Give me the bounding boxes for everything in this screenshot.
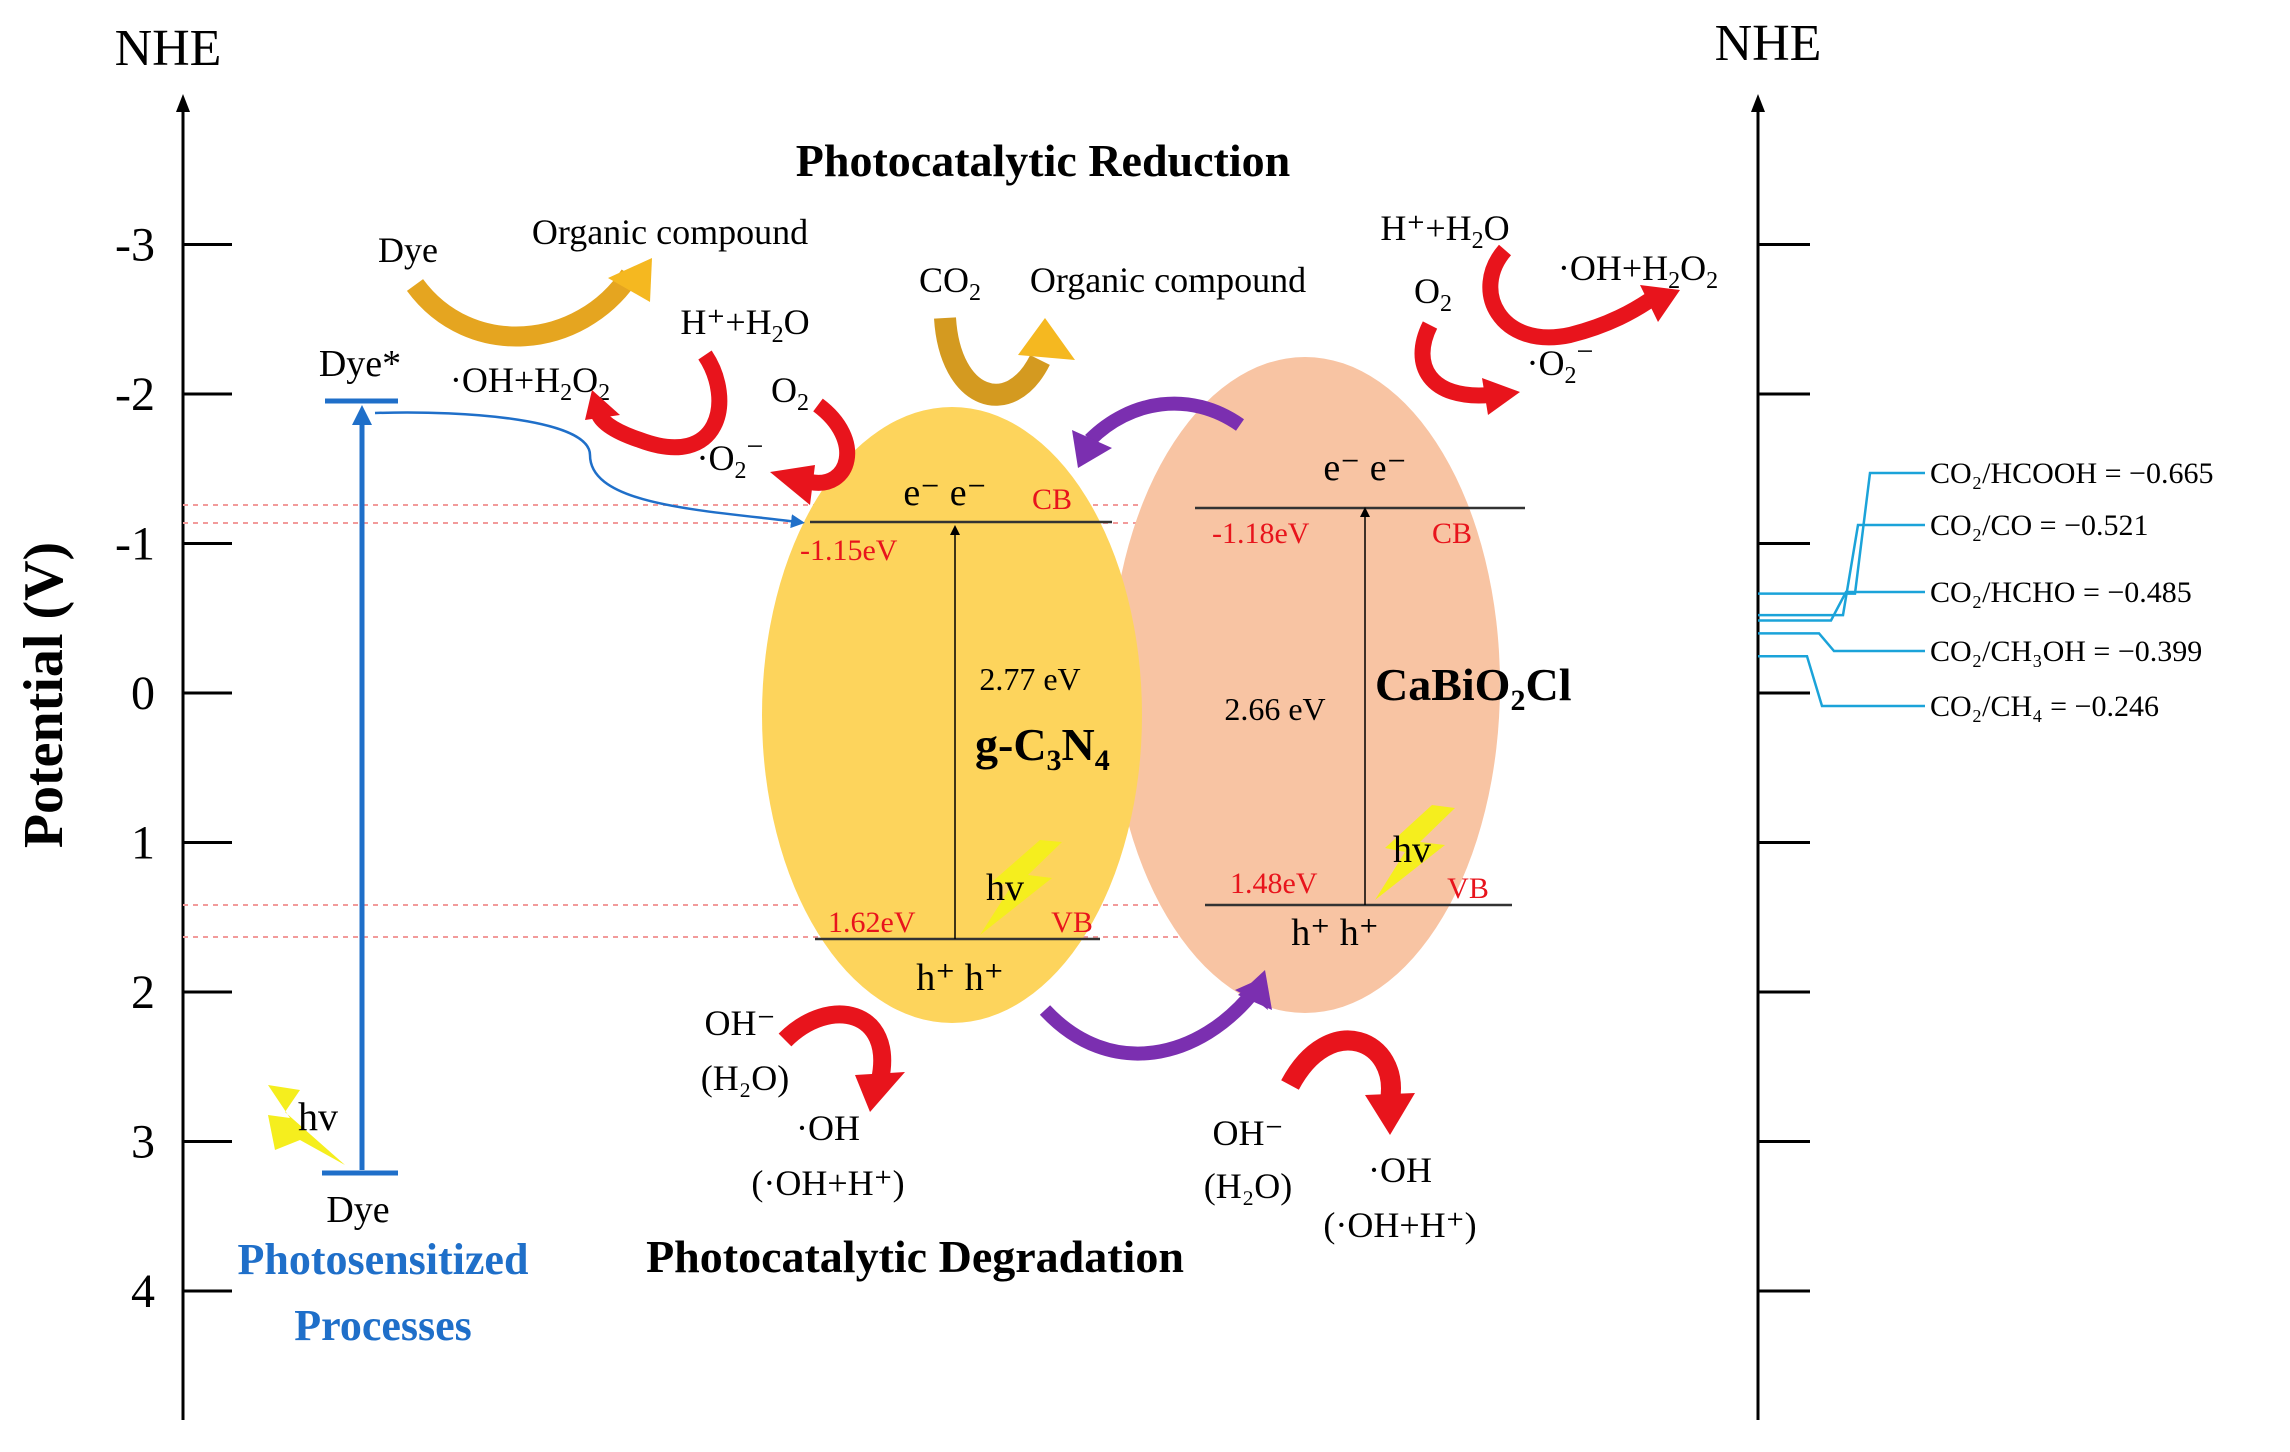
right-h2o: (H₂O) (1204, 1166, 1293, 1206)
cabio2cl-vb-value: 1.48eV (1230, 867, 1318, 900)
right-nhe-label: NHE (1715, 15, 1822, 72)
left-tick-label: -1 (115, 518, 155, 571)
electron-injection-arrow (374, 411, 805, 529)
left-superoxide-arrow (590, 350, 728, 455)
right-ticks (1758, 243, 1810, 1293)
dye-degradation-arrow (406, 269, 639, 347)
redox-label: CO₂/HCOOH = −0.665 (1930, 457, 2213, 490)
electron-transfer-arrow (1085, 396, 1245, 446)
left-tick-label: 4 (131, 1265, 155, 1318)
cabio2cl-hv: hv (1393, 829, 1431, 871)
right-superoxide-arrow (1482, 244, 1655, 346)
co2-reduction-arrow (934, 317, 1050, 406)
right-oh-h: (·OH+H⁺) (1323, 1205, 1476, 1245)
cabio2cl-lightning-icon (1375, 805, 1455, 900)
right-hplus-h2o: H⁺+H2O (1380, 208, 1509, 254)
redox-connector (1758, 632, 1925, 653)
photosensitized-title-line1: Photosensitized (238, 1235, 529, 1284)
reduction-left: H⁺+H2O O2 ·O2− (585, 302, 856, 505)
right-oh-minus: OH⁻ (1213, 1113, 1284, 1153)
hole-transfer-arrow (1039, 985, 1261, 1061)
cabio2cl-cb-value: -1.18eV (1212, 517, 1310, 550)
left-tick-label: 0 (131, 667, 155, 720)
reduction-title: Photocatalytic Reduction (796, 135, 1290, 186)
dye-star-label: Dye* (319, 343, 401, 385)
dye-lightning-icon (268, 1085, 345, 1165)
cabio2cl-gap: 2.66 eV (1224, 691, 1325, 727)
dye-label: Dye (326, 1189, 389, 1231)
right-degradation-arrow (1281, 1030, 1401, 1102)
right-axis: NHE (1715, 15, 1822, 1420)
gcn-electrons: e⁻ e⁻ (903, 472, 986, 514)
left-hplus-h2o: H⁺+H2O (680, 302, 809, 348)
left-degradation-arrow (778, 1005, 891, 1082)
gcn-cb-value: -1.15eV (800, 534, 898, 567)
left-o2: O2 (771, 370, 809, 416)
left-tick-label: 1 (131, 817, 155, 870)
dye-organic-compound: Organic compound (532, 212, 808, 252)
dye-hv: hv (298, 1094, 338, 1139)
left-axis: NHE -3 -2 -1 0 1 2 3 4 Potential (V) (13, 20, 232, 1420)
co2-label: CO2 (919, 260, 981, 306)
redox-connector (1758, 471, 1925, 595)
right-o2: O2 (1414, 271, 1452, 317)
gcn-vb-value: 1.62eV (828, 906, 916, 939)
left-tick-label: 2 (131, 966, 155, 1019)
gcn-name: g-C3N4 (975, 719, 1110, 777)
gcn-bands: e⁻ e⁻ CB -1.15eV 2.77 eV g-C3N4 1.62eV V… (800, 472, 1112, 999)
reduction-right: H⁺+H2O O2 ·OH+H2O2 ·O2− (1380, 208, 1718, 415)
left-oh-h: (·OH+H⁺) (751, 1163, 904, 1203)
degradation-left: OH⁻ (H₂O) ·OH (·OH+H⁺) (701, 1003, 905, 1203)
dye-process: Dye* Dye hv Dye Organic compound ·OH+H2O… (268, 212, 808, 1231)
gcn-cb-label: CB (1032, 483, 1072, 516)
redox-label: CO₂/CO = −0.521 (1930, 509, 2148, 542)
gcn-holes: h⁺ h⁺ (916, 957, 1004, 999)
degradation-right: OH⁻ (H₂O) ·OH (·OH+H⁺) (1204, 1030, 1477, 1245)
degradation-title: Photocatalytic Degradation (646, 1231, 1184, 1282)
gcn-vb-label: VB (1051, 906, 1093, 939)
left-h2o: (H₂O) (701, 1058, 790, 1098)
redox-label: CO₂/CH₃OH = −0.399 (1930, 635, 2202, 668)
dye-oh-h2o2: ·OH+H2O2 (450, 360, 610, 406)
gcn-hv: hv (986, 867, 1024, 909)
right-oh-h2o2: ·OH+H2O2 (1558, 248, 1718, 294)
left-nhe-label: NHE (115, 20, 222, 77)
left-o2-reduction-arrow (808, 398, 856, 491)
left-ticks: -3 -2 -1 0 1 2 3 4 (115, 219, 232, 1318)
gcn-gap: 2.77 eV (979, 661, 1080, 697)
left-oh-minus: OH⁻ (705, 1003, 776, 1043)
cabio2cl-cb-label: CB (1432, 517, 1472, 550)
redox-label: CO₂/CH₄ = −0.246 (1930, 690, 2159, 723)
dye-top-label: Dye (378, 230, 438, 270)
cabio2cl-vb-label: VB (1447, 872, 1489, 905)
y-axis-label: Potential (V) (13, 542, 75, 848)
left-oh-radical: ·OH (796, 1108, 860, 1148)
redox-connector (1758, 590, 1925, 622)
redox-connector (1758, 654, 1925, 708)
redox-label: CO₂/HCHO = −0.485 (1930, 576, 2192, 609)
gcn-lightning-icon (980, 840, 1062, 935)
co2-reduction: CO2 Organic compound (919, 260, 1306, 406)
cabio2cl-bands: e⁻ e⁻ CB -1.18eV 2.66 eV CaBiO2Cl 1.48eV… (1195, 447, 1571, 954)
right-oh-radical: ·OH (1368, 1150, 1432, 1190)
left-tick-label: -3 (115, 219, 155, 272)
redox-connector (1758, 523, 1925, 617)
gcn-ellipse (762, 407, 1142, 1023)
cabio2cl-name: CaBiO2Cl (1375, 659, 1571, 717)
left-tick-label: -2 (115, 368, 155, 421)
photosensitized-title-line2: Processes (294, 1301, 472, 1350)
right-superoxide: ·O2− (1527, 335, 1594, 389)
right-o2-reduction-arrow (1414, 321, 1491, 404)
co2-organic-compound: Organic compound (1030, 260, 1306, 300)
cabio2cl-holes: h⁺ h⁺ (1291, 912, 1379, 954)
left-tick-label: 3 (131, 1116, 155, 1169)
cabio2cl-electrons: e⁻ e⁻ (1323, 447, 1406, 489)
